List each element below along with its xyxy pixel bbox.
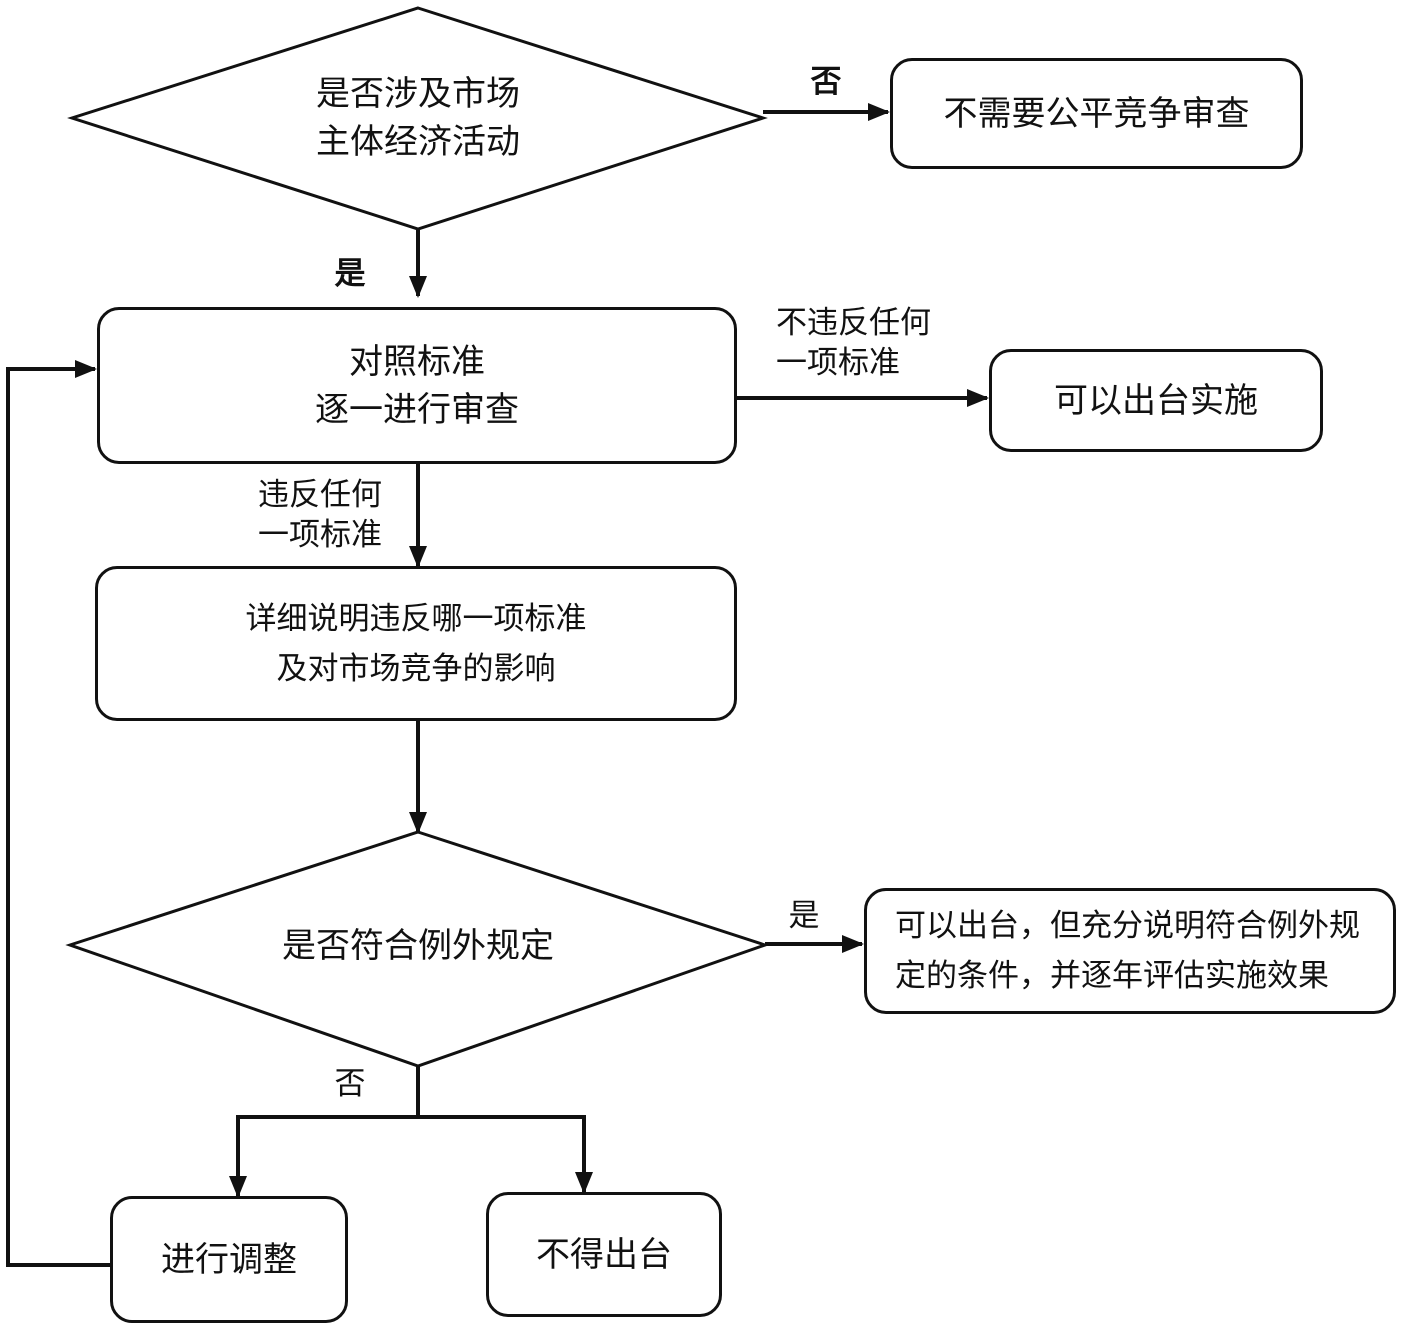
- label-yes-2: 是: [788, 898, 820, 934]
- explain-box: 详细说明违反哪一项标准 及对市场竞争的影响: [95, 566, 737, 721]
- review-line1: 对照标准: [349, 341, 485, 382]
- explain-line2: 及对市场竞争的影响: [276, 650, 556, 687]
- no-review-box: 不需要公平竞争审查: [890, 58, 1303, 169]
- label-not-violate-line2: 一项标准: [776, 345, 900, 381]
- label-no-2: 否: [334, 1066, 366, 1102]
- not-allowed-box: 不得出台: [486, 1192, 722, 1317]
- label-yes-1: 是: [334, 256, 366, 292]
- not-allowed-text: 不得出台: [536, 1234, 672, 1275]
- label-violate: 违反任何 一项标准: [258, 475, 398, 555]
- explain-line1: 详细说明违反哪一项标准: [245, 600, 587, 637]
- adjust-text: 进行调整: [161, 1239, 297, 1280]
- exception-ok-line2: 定的条件，并逐年评估实施效果: [895, 958, 1329, 994]
- decision-1-line2: 主体经济活动: [316, 122, 520, 162]
- line-feedback-loop: [6, 367, 110, 1267]
- adjust-box: 进行调整: [110, 1196, 348, 1323]
- label-not-violate: 不违反任何 一项标准: [776, 303, 936, 383]
- decision-1-line1: 是否涉及市场: [316, 74, 520, 114]
- can-implement-box: 可以出台实施: [989, 349, 1323, 452]
- review-line2: 逐一进行审查: [315, 389, 519, 430]
- label-violate-line1: 违反任何: [258, 477, 382, 513]
- line-split: [236, 1115, 586, 1196]
- exception-ok-box: 可以出台，但充分说明符合例外规 定的条件，并逐年评估实施效果: [864, 888, 1396, 1014]
- can-implement-text: 可以出台实施: [1054, 380, 1258, 421]
- review-box: 对照标准 逐一进行审查: [97, 307, 737, 464]
- label-no-1: 否: [810, 64, 842, 100]
- label-violate-line2: 一项标准: [258, 517, 382, 553]
- decision-2-text: 是否符合例外规定: [282, 926, 554, 966]
- decision-1-text: 是否涉及市场 主体经济活动: [268, 70, 568, 166]
- label-not-violate-line1: 不违反任何: [776, 305, 931, 341]
- no-review-text: 不需要公平竞争审查: [943, 93, 1250, 134]
- exception-ok-line1: 可以出台，但充分说明符合例外规: [895, 908, 1360, 944]
